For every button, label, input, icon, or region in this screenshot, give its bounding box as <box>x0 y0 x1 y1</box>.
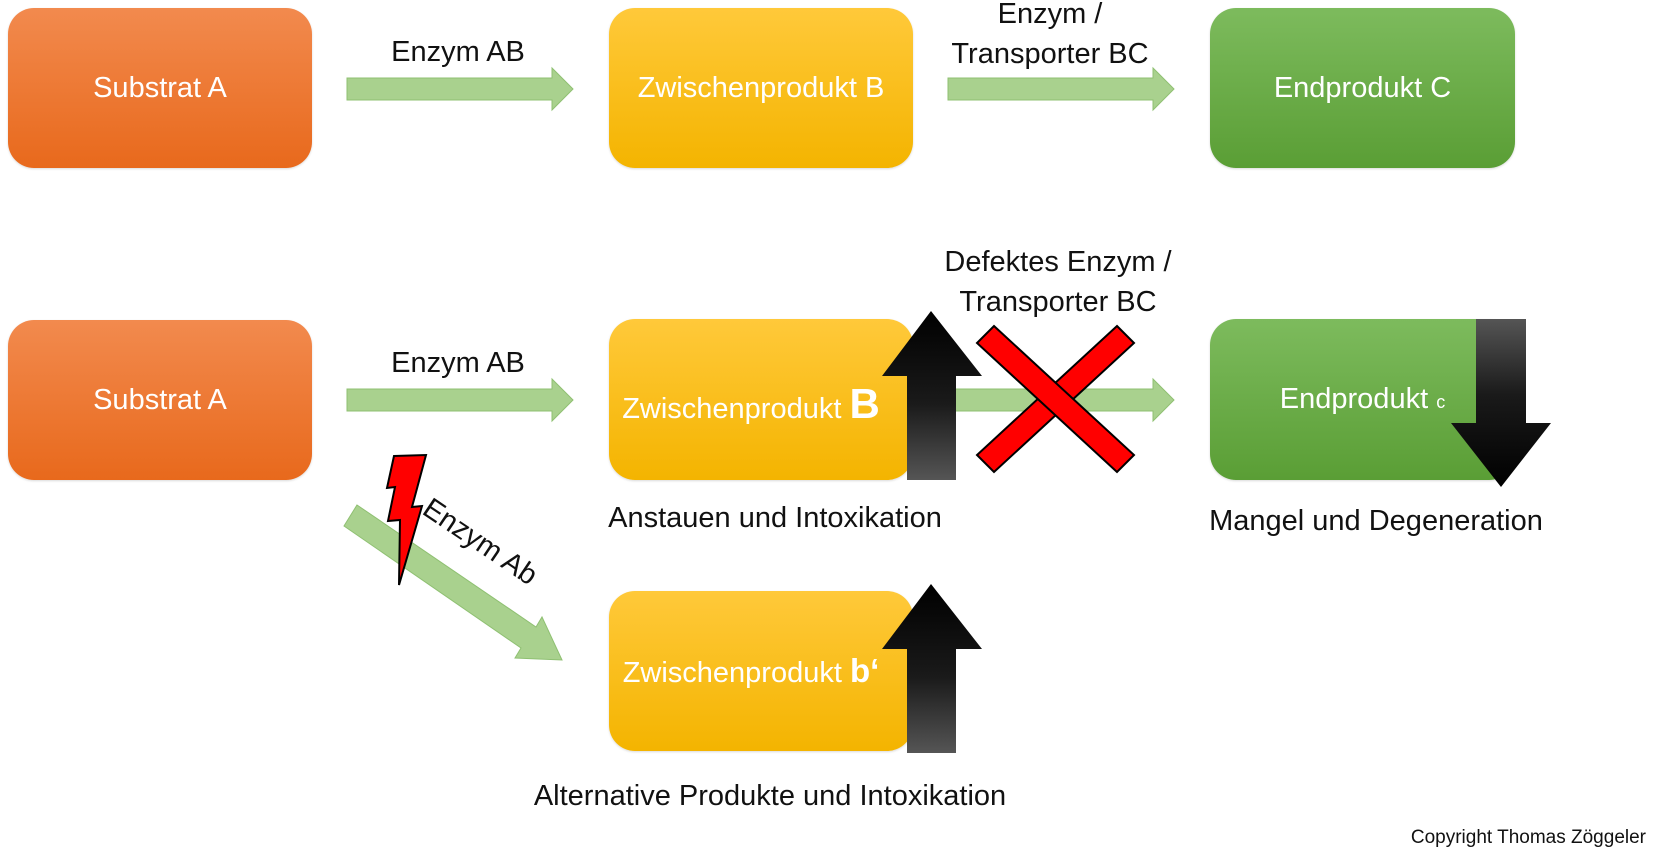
flow-arrow-row1-b-to-c <box>947 66 1175 112</box>
accumulation-caption: Anstauen und Intoxikation <box>608 502 942 534</box>
defective-enzyme-label: Defektes Enzym / Transporter BC <box>926 242 1190 322</box>
defect-cross-icon <box>975 324 1136 474</box>
intermediate-b-box-row1: Zwischenprodukt B <box>609 8 913 168</box>
intermediate-b-letter: B <box>849 379 880 427</box>
intermediate-b-label: Zwischenprodukt B <box>622 380 880 428</box>
flow-arrow-diagonal-a-to-b-prime <box>343 504 563 661</box>
defective-enzyme-line1: Defektes Enzym / <box>944 246 1172 278</box>
end-product-c-letter: c <box>1436 392 1446 412</box>
enzyme-ab-label-row2: Enzym AB <box>391 347 525 379</box>
substrate-a-box-row2: Substrat A <box>8 320 312 480</box>
defective-enzyme-line2: Transporter BC <box>959 286 1157 318</box>
enzyme-transporter-bc-line1: Enzym / <box>997 0 1103 30</box>
alternative-products-caption: Alternative Produkte und Intoxikation <box>533 780 1007 812</box>
intermediate-b-box-row2: Zwischenprodukt B <box>609 319 913 480</box>
deficiency-down-arrow-c <box>1451 319 1551 487</box>
flow-arrow-row1-a-to-b <box>346 66 574 112</box>
end-product-c-label: Endprodukt c <box>1280 383 1445 416</box>
accumulation-up-arrow-b-prime <box>882 584 982 753</box>
enzyme-ab-label-row1: Enzym AB <box>391 36 525 68</box>
substrate-a-label: Substrat A <box>93 71 227 104</box>
intermediate-b-text: Zwischenprodukt <box>622 392 850 425</box>
deficiency-caption: Mangel und Degeneration <box>1209 505 1543 537</box>
intermediate-b-prime-letter: b‘ <box>849 652 880 689</box>
enzyme-transporter-bc-label: Enzym / Transporter BC <box>930 0 1170 74</box>
enzyme-transporter-bc-line2: Transporter BC <box>951 38 1149 70</box>
substrate-a-label: Substrat A <box>93 383 227 416</box>
flow-arrow-row2-a-to-b <box>346 377 574 423</box>
substrate-a-box-row1: Substrat A <box>8 8 312 168</box>
accumulation-up-arrow-b <box>882 311 982 480</box>
end-product-c-box-row1: Endprodukt C <box>1210 8 1515 168</box>
end-product-c-text: Endprodukt <box>1279 383 1437 415</box>
intermediate-b-prime-text: Zwischenprodukt <box>622 657 850 689</box>
intermediate-b-label: Zwischenprodukt B <box>637 71 885 104</box>
end-product-c-label: Endprodukt C <box>1273 71 1452 104</box>
copyright-notice: Copyright Thomas Zöggeler <box>1410 827 1646 848</box>
intermediate-b-prime-box: Zwischenprodukt b‘ <box>609 591 913 751</box>
end-product-c-box-row2: Endprodukt c <box>1210 319 1515 480</box>
intermediate-b-prime-label: Zwischenprodukt b‘ <box>623 652 880 690</box>
lightning-bolt-icon <box>385 453 428 586</box>
